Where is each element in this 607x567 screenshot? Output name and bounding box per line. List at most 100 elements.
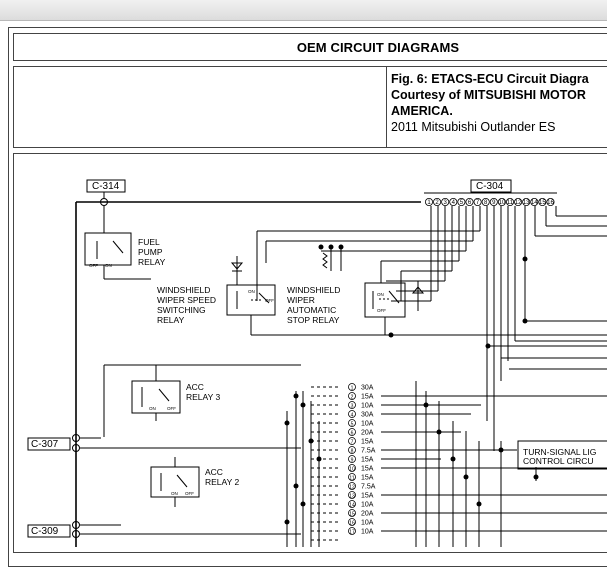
c304-pin-circle bbox=[465, 197, 474, 206]
fuel-pump-label-3: RELAY bbox=[138, 257, 166, 267]
fuse-number-circle bbox=[348, 437, 356, 445]
c304-pin-number: 12 bbox=[515, 200, 522, 206]
fuel-pump-label-1: FUEL bbox=[138, 237, 160, 247]
c304-pin-number: 13 bbox=[523, 200, 530, 206]
figure-courtesy: Courtesy of MITSUBISHI MOTOR bbox=[391, 88, 586, 102]
c304-pin-circle bbox=[473, 197, 482, 206]
c304-pin-circle bbox=[433, 197, 442, 206]
connector-c304-box bbox=[470, 179, 512, 193]
fuel-pump-on-label: ON bbox=[105, 263, 112, 268]
wiper-stop-label-1: WINDSHIELD bbox=[287, 285, 340, 295]
fuse-rating: 30A bbox=[361, 385, 374, 392]
fuse-rating: 10A bbox=[361, 403, 374, 410]
junction-dots bbox=[284, 244, 539, 525]
fuse-number-circle bbox=[348, 410, 356, 418]
wiper-stop-label-2: WIPER bbox=[287, 295, 315, 305]
wiper-speed-off-label: OFF bbox=[265, 298, 274, 303]
circuit-diagram-svg: C-314 C-304 C-307 C-309 FUEL PUMP RELAY … bbox=[27, 179, 607, 547]
connector-c314-box bbox=[86, 179, 126, 193]
c304-pin-circle bbox=[489, 197, 498, 206]
fuse-number: 9 bbox=[351, 457, 354, 463]
fuse-number-circle bbox=[348, 509, 356, 517]
c304-pin-circle bbox=[424, 197, 433, 206]
c304-pin-circle bbox=[449, 197, 458, 206]
fuse-rating: 15A bbox=[361, 466, 374, 473]
fuel-pump-off-label: OFF bbox=[89, 263, 98, 268]
wiper-stop-label-3: AUTOMATIC bbox=[287, 305, 336, 315]
c304-pin-circle bbox=[497, 197, 506, 206]
c304-pin-circle bbox=[481, 197, 490, 206]
c304-pin-number: 15 bbox=[539, 200, 546, 206]
c304-pin-number: 3 bbox=[444, 200, 448, 206]
c304-pin-number: 5 bbox=[460, 200, 464, 206]
c304-pin-number: 2 bbox=[435, 200, 439, 206]
c304-pin-circle bbox=[546, 197, 555, 206]
page-title: OEM CIRCUIT DIAGRAMS bbox=[296, 39, 460, 55]
c304-pin-circle bbox=[514, 197, 523, 206]
fuse-number: 15 bbox=[349, 511, 355, 517]
figure-title: Fig. 6: ETACS-ECU Circuit Diagra bbox=[391, 72, 589, 86]
figure-caption-cell: Fig. 6: ETACS-ECU Circuit Diagra Courtes… bbox=[386, 66, 607, 148]
fuse-number: 4 bbox=[351, 412, 354, 418]
fuel-pump-label-2: PUMP bbox=[138, 247, 163, 257]
fuse-number: 10 bbox=[349, 466, 355, 472]
connector-label-c307: C-307 bbox=[31, 439, 59, 450]
connector-label-c304: C-304 bbox=[476, 181, 504, 192]
fuse-number: 8 bbox=[351, 448, 354, 454]
c304-pin-circle bbox=[457, 197, 466, 206]
fuse-number-circle bbox=[348, 527, 356, 535]
fuse-number: 7 bbox=[351, 439, 354, 445]
c304-pin-number: 1 bbox=[427, 200, 431, 206]
wiper-speed-label-4: RELAY bbox=[157, 315, 185, 325]
fuse-rating: 20A bbox=[361, 430, 374, 437]
fuse-number-circle bbox=[348, 491, 356, 499]
vehicle-model: 2011 Mitsubishi Outlander ES bbox=[391, 120, 556, 134]
acc-relay-3-off-label: OFF bbox=[167, 406, 176, 411]
acc-relay-2-label-1: ACC bbox=[205, 467, 223, 477]
fuse-number-circle bbox=[348, 473, 356, 481]
turn-signal-label-1: TURN-SIGNAL LIG bbox=[523, 447, 596, 457]
wiper-speed-label-1: WINDSHIELD bbox=[157, 285, 210, 295]
fuse-rating: 30A bbox=[361, 412, 374, 419]
acc-relay-2-label-2: RELAY 2 bbox=[205, 477, 239, 487]
connector-label-c314: C-314 bbox=[92, 181, 120, 192]
fuse-rating: 10A bbox=[361, 529, 374, 536]
acc-relay-3-on-label: ON bbox=[149, 406, 156, 411]
wiper-speed-label-2: WIPER SPEED bbox=[157, 295, 216, 305]
fuse-rating: 10A bbox=[361, 520, 374, 527]
fuse-number: 14 bbox=[349, 502, 355, 508]
fuse-rating: 10A bbox=[361, 502, 374, 509]
acc-relay-2-off-label: OFF bbox=[185, 491, 194, 496]
fuse-number-circle bbox=[348, 428, 356, 436]
fuse-number: 16 bbox=[349, 520, 355, 526]
fuse-number: 3 bbox=[351, 403, 354, 409]
fuse-number: 5 bbox=[351, 421, 354, 427]
connector-c309-box bbox=[27, 524, 71, 538]
fuse-rating: 15A bbox=[361, 439, 374, 446]
fuse-number: 2 bbox=[351, 394, 354, 400]
c304-pin-circle bbox=[441, 197, 450, 206]
fuse-number: 11 bbox=[349, 475, 354, 481]
c304-pin-number: 6 bbox=[468, 200, 472, 206]
fuse-number: 1 bbox=[351, 385, 354, 391]
acc-relay-3-label-2: RELAY 3 bbox=[186, 392, 220, 402]
page-header: OEM CIRCUIT DIAGRAMS bbox=[13, 33, 607, 61]
fuse-number-circle bbox=[348, 419, 356, 427]
fuse-rating: 20A bbox=[361, 511, 374, 518]
turn-signal-label-2: CONTROL CIRCU bbox=[523, 456, 594, 466]
connector-label-c309: C-309 bbox=[31, 526, 59, 537]
fuse-number-circle bbox=[348, 464, 356, 472]
fuse-number-circle bbox=[348, 482, 356, 490]
wiper-speed-on-label: ON bbox=[248, 289, 255, 294]
fuse-rating: 7.5A bbox=[361, 484, 376, 491]
fuse-number: 12 bbox=[349, 484, 355, 490]
connector-c307-box bbox=[27, 437, 71, 451]
fuse-rating: 15A bbox=[361, 475, 374, 482]
fuse-number-circle bbox=[348, 401, 356, 409]
fuse-number-circle bbox=[348, 518, 356, 526]
fuse-number-circle bbox=[348, 446, 356, 454]
fuse-rating: 10A bbox=[361, 421, 374, 428]
figure-info-row: Fig. 6: ETACS-ECU Circuit Diagra Courtes… bbox=[13, 66, 607, 148]
c304-pin-number: 16 bbox=[547, 200, 554, 206]
